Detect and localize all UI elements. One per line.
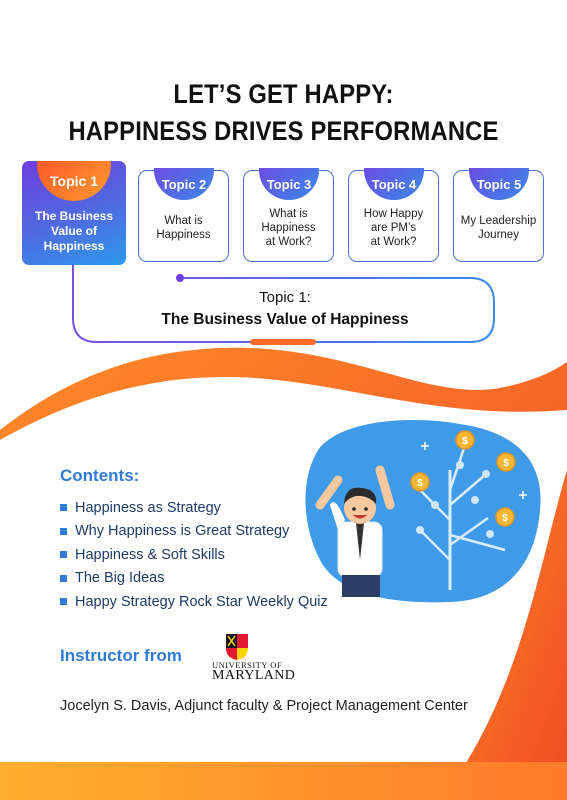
list-item: Happiness & Soft Skills [60,543,328,567]
page-title-line2: HAPPINESS DRIVES PERFORMANCE [68,116,499,146]
svg-text:$: $ [502,513,508,524]
svg-text:$: $ [503,458,509,469]
university-line1: UNIVERSITY OF [212,660,283,670]
list-item: Happy Strategy Rock Star Weekly Quiz [60,590,328,614]
bullet-icon [60,527,67,535]
list-item: Why Happiness is Great Strategy [60,520,328,544]
instructor-name: Jocelyn S. Davis, Adjunct faculty & Proj… [60,698,468,714]
topic-timeline [72,265,495,345]
university-line2: MARYLAND [212,668,296,683]
bullet-icon [60,504,67,512]
contents-heading: Contents: [60,466,140,485]
selected-topic-number: Topic 1: [259,289,311,306]
bullet-icon [60,574,67,582]
list-item: The Big Ideas [60,567,328,591]
svg-text:$: $ [462,436,468,447]
list-item: Happiness as Strategy [60,496,328,520]
contents-list: Happiness as Strategy Why Happiness is G… [60,496,328,614]
page-title-line1: LET’S GET HAPPY: [173,79,394,109]
bullet-icon [60,598,67,606]
instructor-label: Instructor from [60,646,182,665]
bullet-icon [60,551,67,559]
topic-1-label: The Business Value of Happiness [34,209,114,253]
selected-topic-title: The Business Value of Happiness [161,311,409,328]
university-shield-icon [226,634,248,660]
svg-text:$: $ [417,478,423,489]
coin-tree-icon: $ $ $ $ [410,423,527,590]
happy-businessman-icon: $ $ $ $ [305,419,541,603]
